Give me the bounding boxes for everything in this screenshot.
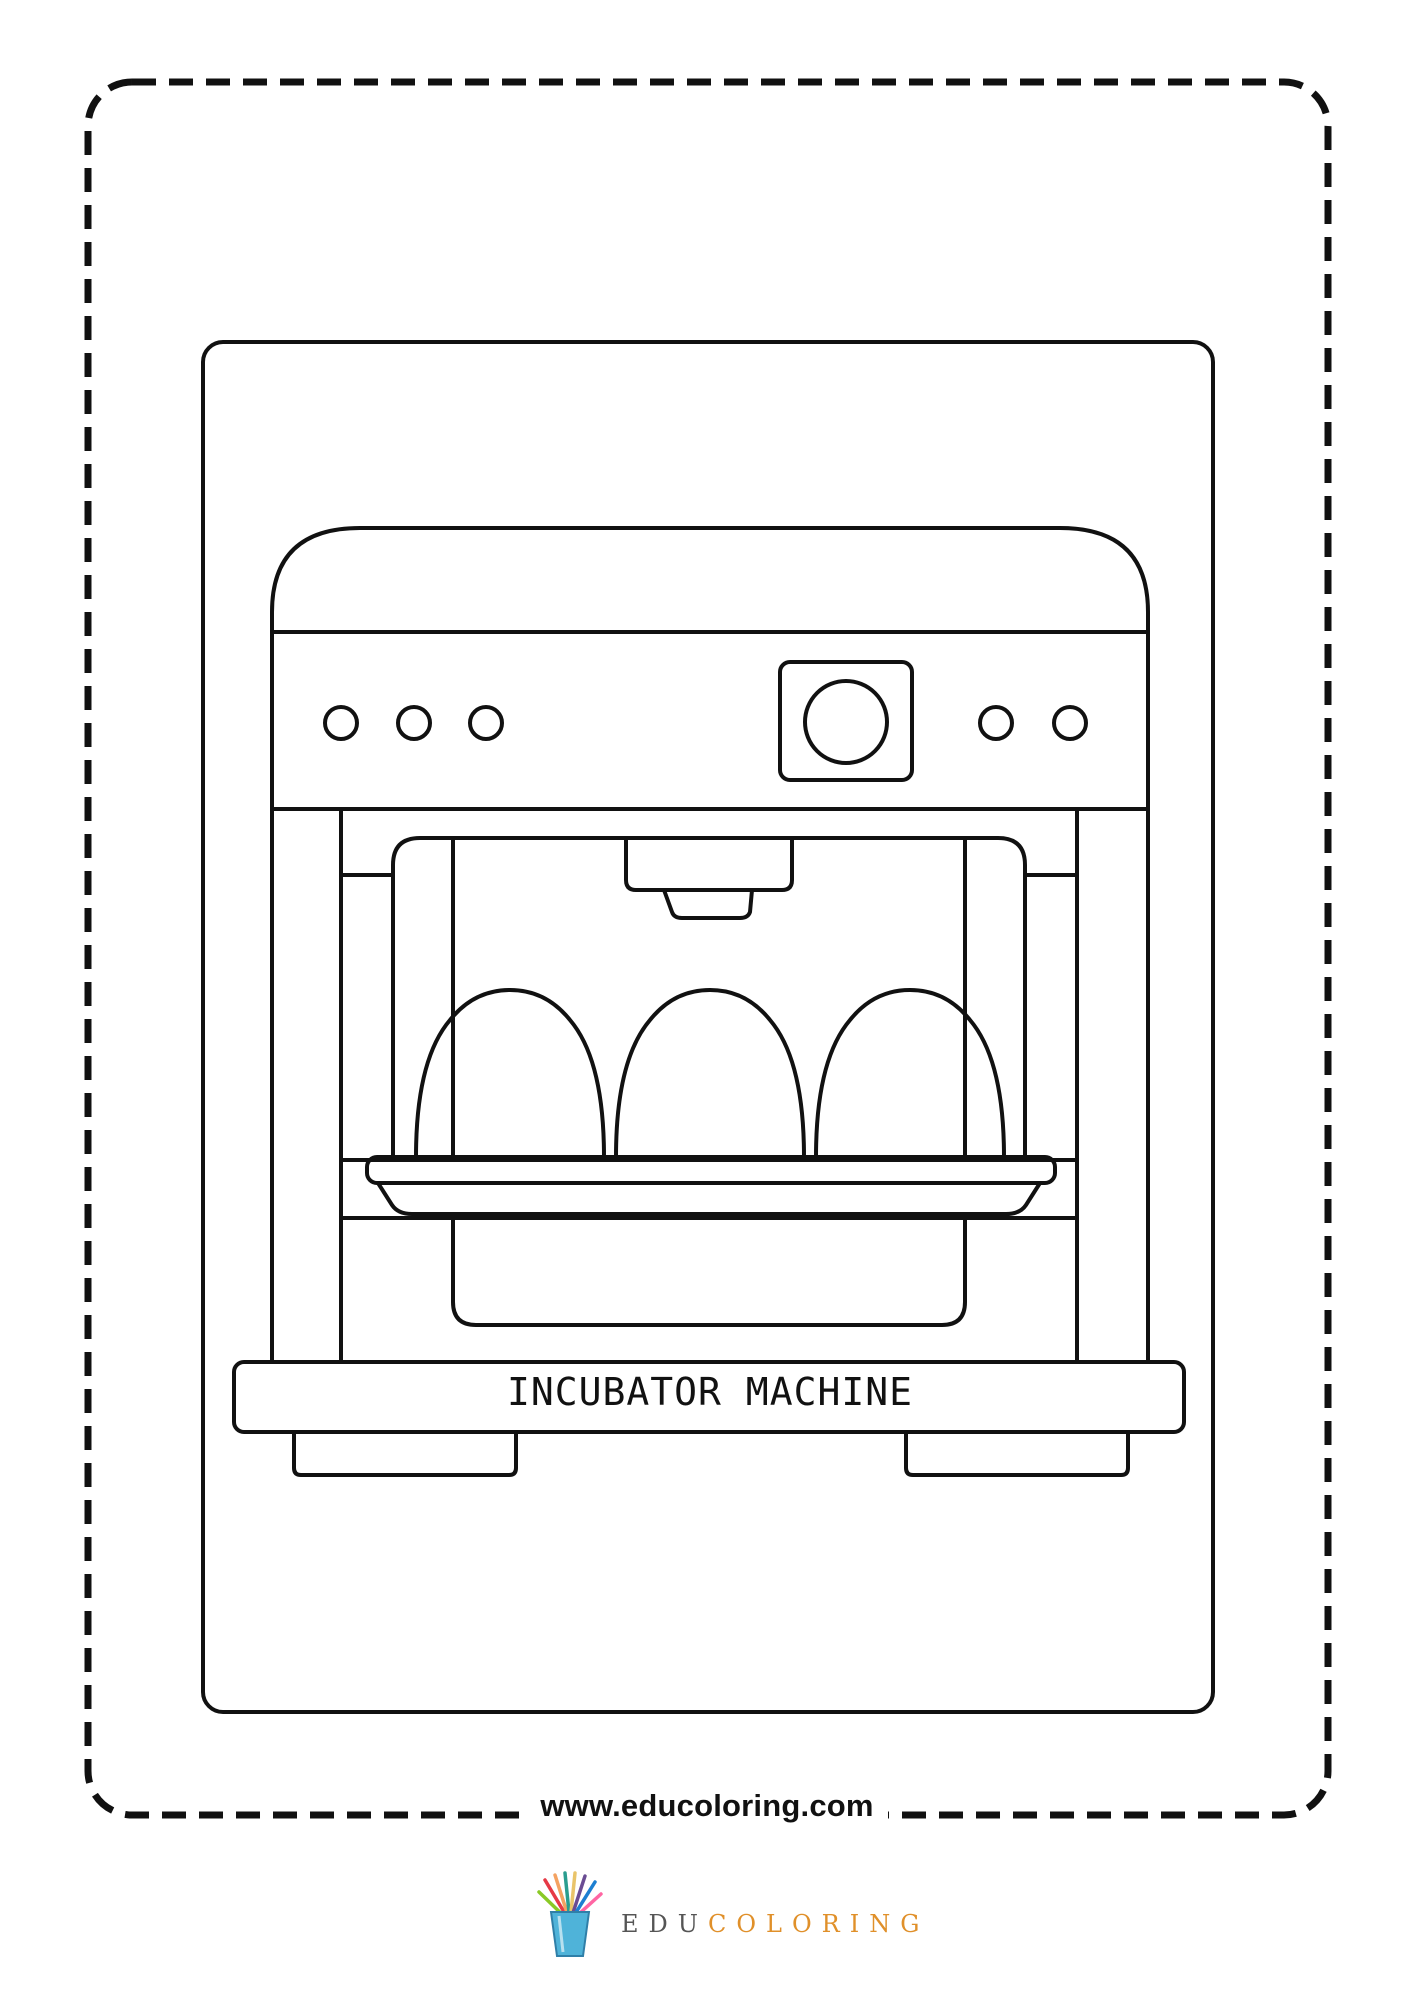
control-panel [270,630,1150,811]
knob-housing [778,660,914,782]
right-foot [904,1432,1130,1477]
indicator-light-icon [323,705,359,741]
brand-logo: EDUCOLORING [535,1870,929,1960]
website-url: www.educoloring.com [0,1788,1414,1824]
indicator-light-icon [1052,705,1088,741]
machine-label: INCUBATOR MACHINE [507,1370,913,1414]
knob-icon [803,679,889,765]
heater-unit [624,840,794,892]
pencil-cup-icon [537,1871,603,1957]
base-plate [232,1360,1186,1434]
egg-icon [614,988,806,1158]
left-foot [292,1432,518,1477]
dashed-border [84,78,1332,1819]
inner-frame [201,340,1215,1714]
incubator-top-dome [270,526,1150,634]
egg-tray [365,1155,1057,1185]
egg-icon [814,988,1006,1158]
incubator-chamber [391,836,1027,1160]
indicator-light-icon [396,705,432,741]
website-url-text: www.educoloring.com [526,1788,888,1823]
brand-name-coloring: COLORING [708,1910,930,1938]
water-tray [451,1218,967,1327]
brand-name: EDUCOLORING [621,1910,929,1938]
indicator-light-icon [468,705,504,741]
brand-name-edu: EDU [621,1910,708,1938]
indicator-light-icon [978,705,1014,741]
incubator-machine [232,526,1186,1477]
egg-icon [414,988,606,1158]
